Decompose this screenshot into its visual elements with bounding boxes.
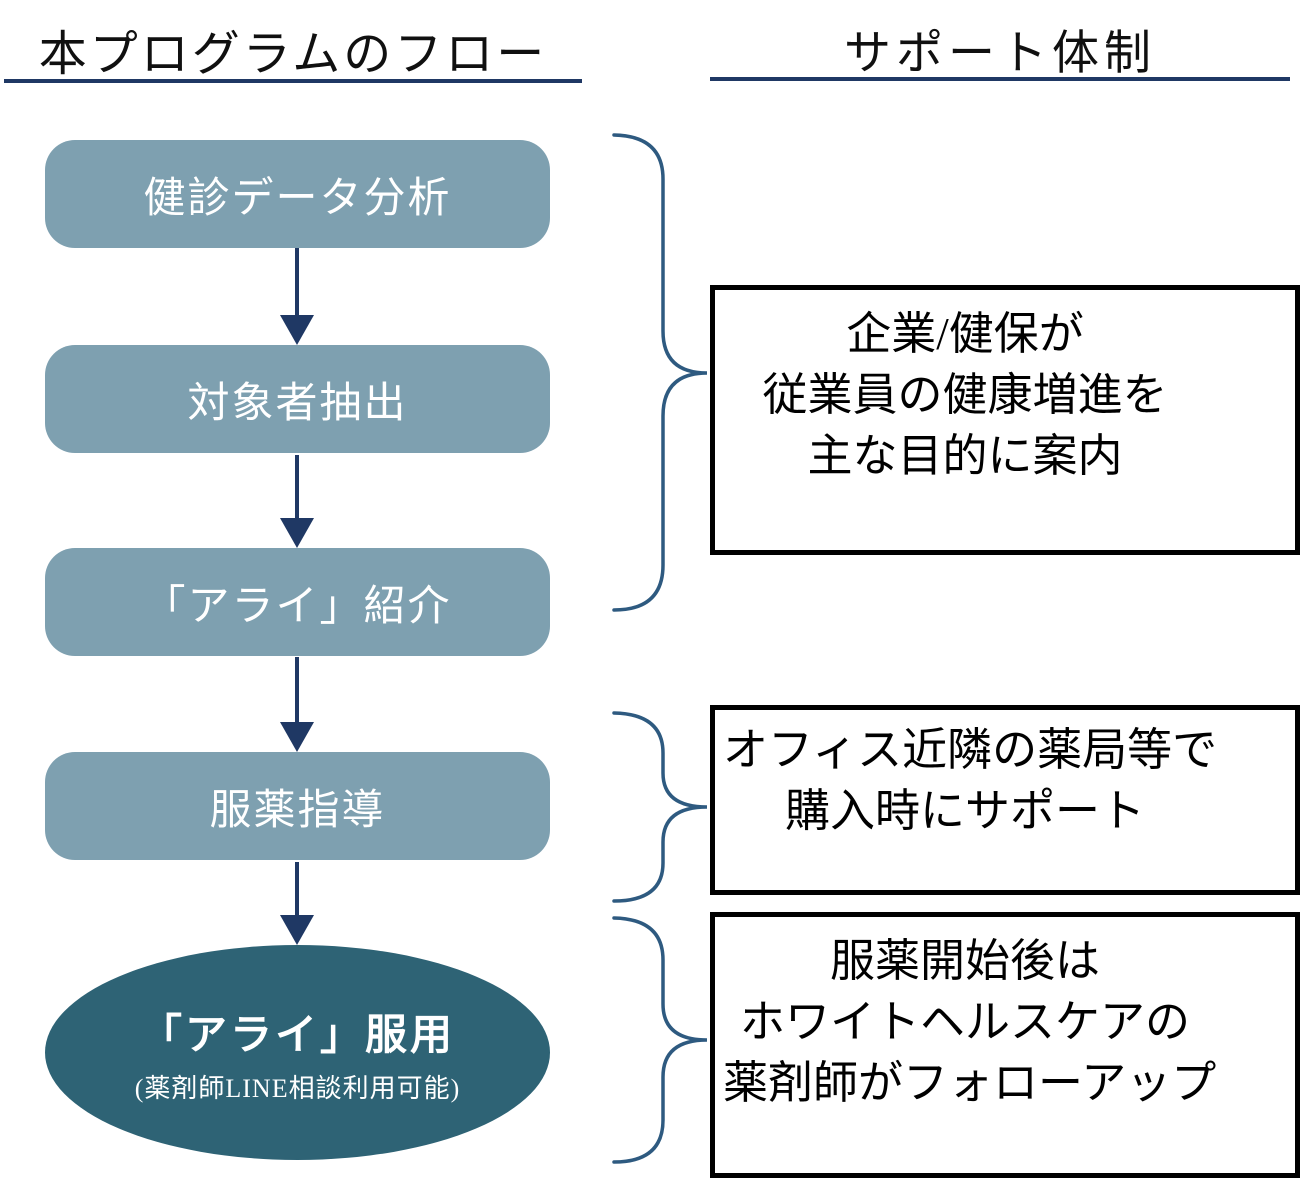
flow-step-medication-guidance: 服薬指導 — [45, 752, 550, 860]
support-line: 購入時にサポート — [784, 786, 1145, 836]
support-line: 主な目的に案内 — [807, 431, 1123, 481]
flow-step-health-data-analysis: 健診データ分析 — [45, 140, 550, 248]
down-arrow-icon — [280, 657, 314, 752]
support-line: 薬剤師がフォローアップ — [723, 1058, 1217, 1108]
brace-icon — [612, 711, 708, 903]
down-arrow-icon — [280, 455, 314, 548]
support-line: 服薬開始後は — [829, 936, 1100, 986]
support-line: オフィス近隣の薬局等で — [723, 725, 1218, 775]
flow-step-target-extraction: 対象者抽出 — [45, 345, 550, 453]
support-line: 従業員の健康増進を — [762, 370, 1168, 420]
support-box-guidance: 企業/健保が 従業員の健康増進を 主な目的に案内 — [710, 285, 1300, 555]
support-line: 企業/健保が — [846, 309, 1084, 359]
right-column-title: サポート体制 — [844, 28, 1156, 80]
right-title-underline — [710, 77, 1290, 81]
support-line: ホワイトヘルスケアの — [739, 997, 1190, 1047]
down-arrow-icon — [280, 862, 314, 945]
support-box-pharmacy: オフィス近隣の薬局等で 購入時にサポート — [710, 705, 1300, 895]
final-step-label: 「アライ」服用 — [139, 1012, 455, 1059]
flow-step-alli-introduction: 「アライ」紹介 — [45, 548, 550, 656]
left-column-title: 本プログラムのフロー — [38, 28, 548, 81]
flow-step-alli-intake-ellipse: 「アライ」服用 (薬剤師LINE相談利用可能) — [45, 945, 550, 1160]
left-title-underline — [4, 79, 582, 83]
final-step-sublabel: (薬剤師LINE相談利用可能) — [134, 1073, 461, 1103]
down-arrow-icon — [280, 248, 314, 345]
brace-icon — [612, 133, 708, 612]
support-box-followup: 服薬開始後は ホワイトヘルスケアの 薬剤師がフォローアップ — [710, 912, 1300, 1178]
brace-icon — [612, 916, 708, 1164]
